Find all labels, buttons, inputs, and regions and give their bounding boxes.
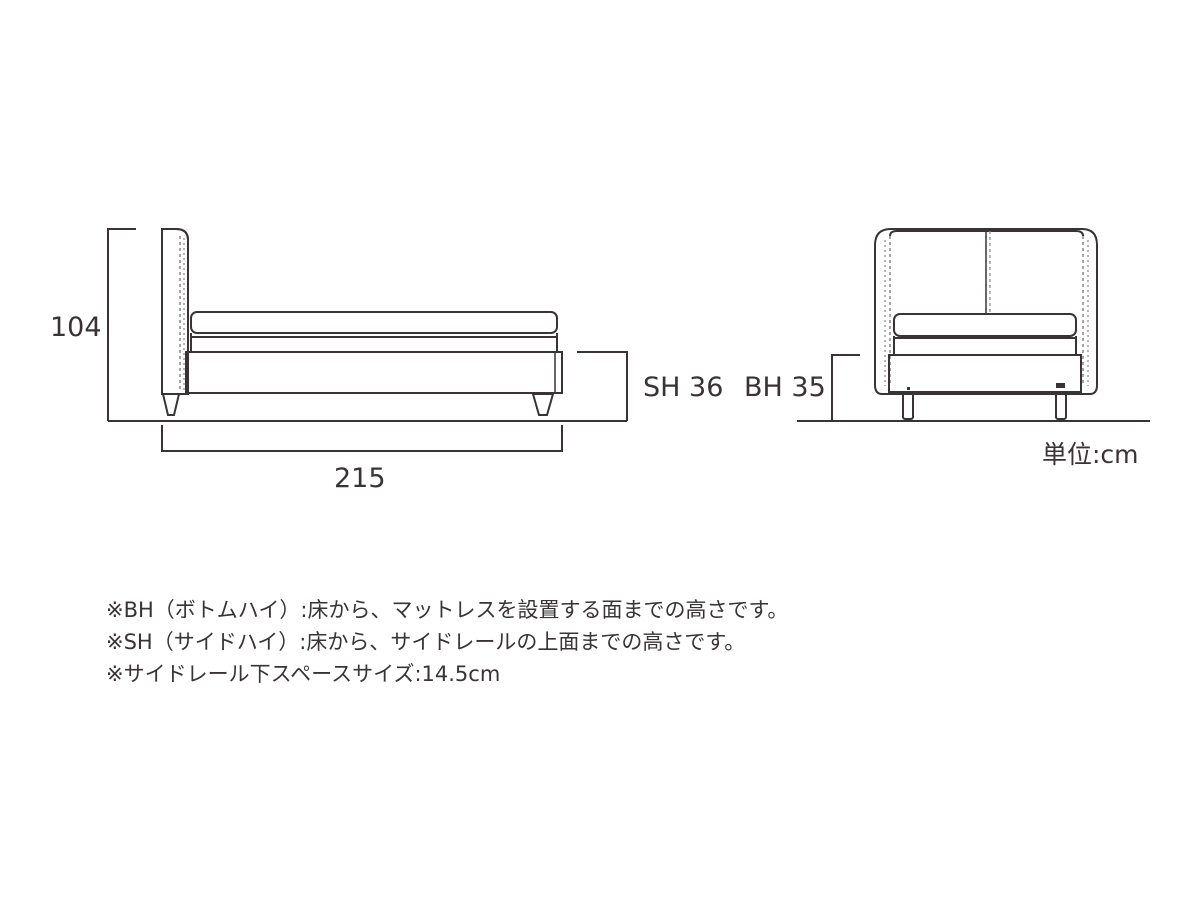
side-base — [185, 351, 563, 394]
note-bottom-height: ※BH（ボトムハイ）:床から、マットレスを設置する面までの高さです。 — [106, 598, 789, 622]
notes-list: ※BH（ボトムハイ）:床から、マットレスを設置する面までの高さです。 ※SH（サ… — [106, 594, 788, 690]
front-leg-left — [902, 391, 914, 420]
note-side-height: ※SH（サイドハイ）:床から、サイドレールの上面までの高さです。 — [106, 630, 746, 654]
front-base — [888, 354, 1082, 393]
length-label: 215 — [334, 463, 386, 494]
side-height-bracket — [577, 351, 628, 421]
bottom-height-label: BH 35 — [744, 372, 826, 403]
height-dimension-bracket — [107, 228, 136, 421]
note-under-rail-space: ※サイドレール下スペースサイズ:14.5cm — [106, 662, 501, 686]
length-dimension-bracket — [161, 425, 563, 452]
front-headboard — [874, 228, 1098, 395]
side-view: 104 215 SH 36 — [50, 228, 723, 494]
front-leg-right — [1055, 391, 1067, 420]
front-view: BH 35 単位:cm — [744, 228, 1150, 469]
side-mattress — [190, 311, 558, 353]
bottom-height-bracket — [831, 354, 860, 421]
side-headboard — [161, 228, 189, 395]
front-mattress — [893, 313, 1077, 356]
side-height-label: SH 36 — [643, 372, 723, 403]
side-leg-front — [161, 393, 181, 416]
side-leg-back — [531, 393, 555, 416]
height-label: 104 — [50, 312, 102, 343]
unit-label: 単位:cm — [1042, 440, 1139, 469]
